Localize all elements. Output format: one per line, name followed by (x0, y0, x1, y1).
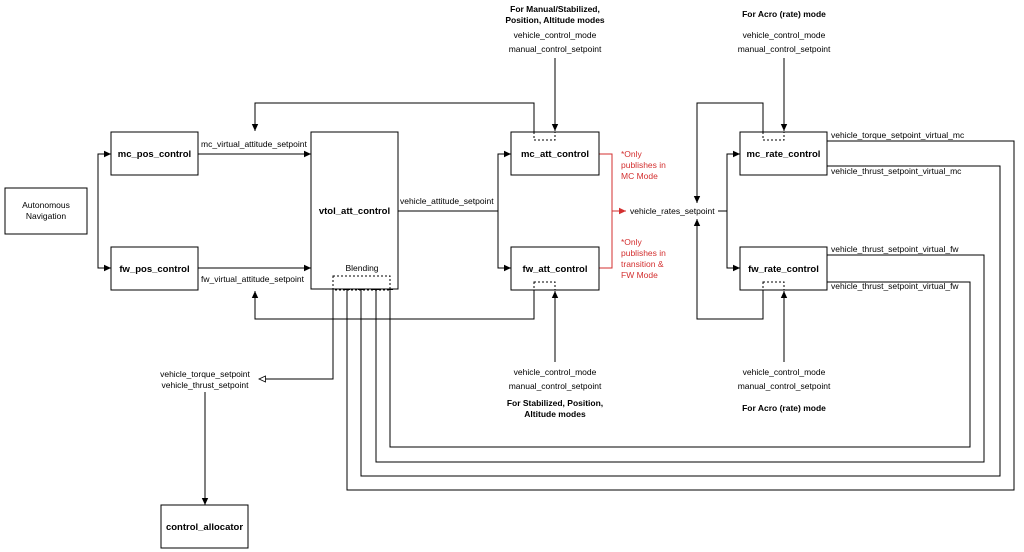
label-mc-virtual-attitude-setpoint: mc_virtual_attitude_setpoint (201, 139, 307, 149)
edge-fw-thrust-virtual-2 (386, 281, 971, 448)
mc-att-control-label: mc_att_control (521, 149, 589, 160)
fw-note-line1: *Only (621, 237, 643, 247)
fw-mode-note: *Only publishes in transition & FW Mode (621, 237, 666, 280)
mc-note-line2: publishes in (621, 160, 666, 170)
mc-att-control-block: mc_att_control (510, 131, 600, 176)
mc-mode-note: *Only publishes in MC Mode (621, 149, 666, 181)
att-top-header-line1: For Manual/Stabilized, (510, 4, 600, 14)
fw-rate-control-block: fw_rate_control (739, 246, 828, 291)
label-fw-virtual-attitude-setpoint: fw_virtual_attitude_setpoint (201, 274, 305, 284)
control-allocator-block: control_allocator (160, 504, 249, 549)
fw-att-control-block: fw_att_control (510, 246, 600, 291)
edge-mc-torque-virtual (343, 140, 1015, 491)
edge-fw-thrust-virtual-1 (372, 254, 985, 463)
label-vehicle-thrust-setpoint-virtual-fw-1: vehicle_thrust_setpoint_virtual_fw (831, 244, 959, 254)
autonomous-navigation-block: Autonomous Navigation (4, 187, 88, 235)
blending-region (332, 275, 391, 291)
vtol-att-control-block: vtol_att_control Blending (310, 131, 399, 291)
att-bottom-footer-line2: Altitude modes (524, 409, 586, 419)
label-vehicle-thrust-setpoint-virtual-mc: vehicle_thrust_setpoint_virtual_mc (831, 166, 962, 176)
label-vehicle-torque-setpoint-virtual-mc: vehicle_torque_setpoint_virtual_mc (831, 130, 965, 140)
topic-labels: mc_virtual_attitude_setpoint fw_virtual_… (160, 130, 965, 390)
mc-rate-control-block: mc_rate_control (739, 131, 828, 176)
fw-note-line3: transition & (621, 259, 664, 269)
fw-note-line4: FW Mode (621, 270, 658, 280)
edge-mc-thrust-virtual (357, 165, 1001, 477)
edge-fw-rate-feedback (693, 219, 764, 320)
att-top-vehicle-control-mode: vehicle_control_mode (514, 30, 597, 40)
rate-bottom-vehicle-control-mode: vehicle_control_mode (743, 367, 826, 377)
blending-label: Blending (345, 263, 378, 273)
rate-top-header: For Acro (rate) mode (742, 9, 826, 19)
edge-nav-to-mc-pos (97, 150, 111, 211)
control-allocator-label: control_allocator (166, 522, 243, 533)
fw-pos-control-block: fw_pos_control (110, 246, 199, 291)
edge-mc-rate-feedback (693, 102, 764, 203)
edge-fw-att-to-rates (599, 211, 613, 269)
mc-note-line3: MC Mode (621, 171, 658, 181)
rate-top-vehicle-control-mode: vehicle_control_mode (743, 30, 826, 40)
label-vehicle-thrust-setpoint: vehicle_thrust_setpoint (162, 380, 250, 390)
fw-pos-control-label: fw_pos_control (119, 264, 189, 275)
autonomous-navigation-line2: Navigation (26, 211, 66, 221)
edge-mc-att-to-rates (599, 153, 626, 215)
label-vehicle-rates-setpoint: vehicle_rates_setpoint (630, 206, 715, 216)
rate-top-inputs: For Acro (rate) mode vehicle_control_mod… (738, 9, 831, 54)
att-top-header-line2: Position, Altitude modes (505, 15, 605, 25)
att-bottom-manual-control-setpoint: manual_control_setpoint (509, 381, 602, 391)
edge-mc-att-feedback (251, 102, 535, 132)
edge-att-split-mc (497, 150, 511, 211)
edge-att-split-fw (497, 211, 511, 272)
autonomous-navigation-line1: Autonomous (22, 200, 70, 210)
mc-pos-control-label: mc_pos_control (118, 149, 191, 160)
mc-pos-control-block: mc_pos_control (110, 131, 199, 176)
label-vehicle-torque-setpoint: vehicle_torque_setpoint (160, 369, 250, 379)
att-top-inputs: For Manual/Stabilized, Position, Altitud… (505, 4, 605, 54)
fw-att-input-port (533, 281, 556, 291)
fw-att-control-label: fw_att_control (523, 264, 588, 275)
rate-bottom-footer: For Acro (rate) mode (742, 403, 826, 413)
mc-rate-input-port (762, 131, 785, 141)
rate-bottom-inputs: vehicle_control_mode manual_control_setp… (738, 367, 831, 413)
edge-blend-to-setpoints (258, 289, 334, 383)
edge-rate-split-mc (726, 150, 740, 211)
att-bottom-vehicle-control-mode: vehicle_control_mode (514, 367, 597, 377)
vtol-att-control-label: vtol_att_control (319, 206, 390, 217)
rate-top-manual-control-setpoint: manual_control_setpoint (738, 44, 831, 54)
label-vehicle-thrust-setpoint-virtual-fw-2: vehicle_thrust_setpoint_virtual_fw (831, 281, 959, 291)
edge-fw-att-feedback (251, 289, 535, 320)
edge-rate-split-fw (726, 211, 740, 272)
att-top-manual-control-setpoint: manual_control_setpoint (509, 44, 602, 54)
att-bottom-inputs: vehicle_control_mode manual_control_setp… (507, 367, 603, 419)
mc-note-line1: *Only (621, 149, 643, 159)
label-vehicle-attitude-setpoint: vehicle_attitude_setpoint (400, 196, 494, 206)
rate-bottom-manual-control-setpoint: manual_control_setpoint (738, 381, 831, 391)
fw-rate-control-label: fw_rate_control (748, 264, 819, 275)
mc-att-input-port (533, 131, 556, 141)
edge-nav-to-fw-pos (97, 211, 111, 272)
att-bottom-footer-line1: For Stabilized, Position, (507, 398, 603, 408)
mc-rate-control-label: mc_rate_control (747, 149, 821, 160)
fw-note-line2: publishes in (621, 248, 666, 258)
fw-rate-input-port (762, 281, 785, 291)
connectors (97, 58, 1015, 505)
